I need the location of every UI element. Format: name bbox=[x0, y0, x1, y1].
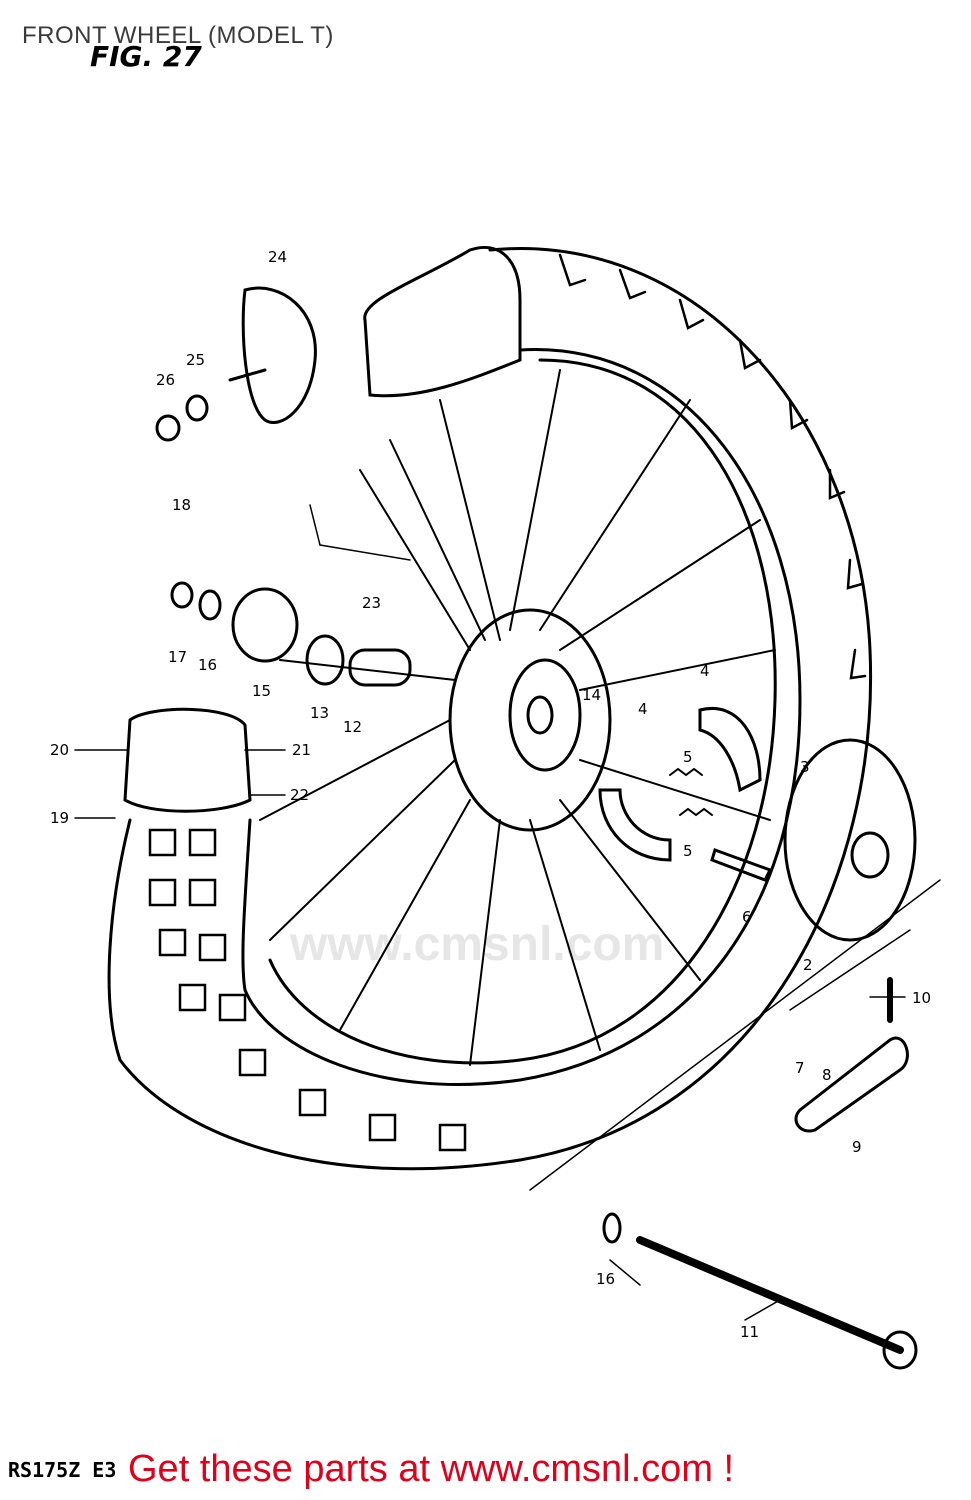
speedometer-drive bbox=[241, 286, 317, 424]
front-axle bbox=[636, 1236, 904, 1354]
rim-edge bbox=[268, 358, 777, 1065]
tire-tread bbox=[148, 253, 867, 1152]
callout-22: 22 bbox=[290, 786, 309, 804]
washer-25 bbox=[185, 394, 209, 422]
callout-16b: 16 bbox=[596, 1270, 615, 1288]
nut-17 bbox=[170, 581, 194, 609]
callout-18: 18 bbox=[172, 496, 191, 514]
watermark-text: www.cmsnl.com bbox=[289, 918, 664, 971]
callout-19: 19 bbox=[50, 809, 69, 827]
inner-tube bbox=[363, 246, 522, 398]
callout-7: 7 bbox=[795, 1059, 805, 1077]
tire-outer bbox=[107, 247, 873, 1171]
callout-6: 6 bbox=[742, 908, 752, 926]
callout-12: 12 bbox=[343, 718, 362, 736]
torque-link bbox=[794, 1036, 909, 1133]
figure-number: FIG. 27 bbox=[90, 40, 202, 73]
callout-2: 2 bbox=[803, 956, 813, 974]
callout-17: 17 bbox=[168, 648, 187, 666]
brake-shoe-upper bbox=[698, 707, 762, 793]
brake-panel-boss bbox=[850, 831, 890, 879]
callout-13: 13 bbox=[310, 704, 329, 722]
callout-20: 20 bbox=[50, 741, 69, 759]
callout-11: 11 bbox=[740, 1323, 759, 1341]
callout-21: 21 bbox=[292, 741, 311, 759]
callout-16: 16 bbox=[198, 656, 217, 674]
leader-lines bbox=[74, 504, 941, 1321]
tire-inner bbox=[241, 348, 802, 1086]
callout-5a: 5 bbox=[683, 748, 693, 766]
model-code: RS175Z E3 bbox=[8, 1458, 117, 1482]
axle-head bbox=[882, 1330, 918, 1370]
callout-5b: 5 bbox=[683, 842, 693, 860]
callout-14: 14 bbox=[582, 686, 601, 704]
spring-upper bbox=[669, 767, 703, 777]
brake-shoe-lower bbox=[598, 788, 672, 862]
callout-10: 10 bbox=[912, 989, 931, 1007]
washer-16 bbox=[198, 589, 222, 621]
callout-25: 25 bbox=[186, 351, 205, 369]
callout-3: 3 bbox=[800, 758, 810, 776]
callout-8: 8 bbox=[822, 1066, 832, 1084]
callout-labels: 24 25 26 18 17 16 15 13 12 23 14 4 4 5 5… bbox=[50, 248, 931, 1341]
spring-lower bbox=[679, 807, 713, 817]
nut-26 bbox=[155, 414, 181, 442]
hub-center bbox=[508, 658, 582, 772]
callout-15: 15 bbox=[252, 682, 271, 700]
callout-9: 9 bbox=[852, 1138, 862, 1156]
bearing-13 bbox=[305, 634, 345, 686]
rim-band bbox=[123, 707, 252, 813]
brake-panel bbox=[783, 738, 917, 942]
page-title: FRONT WHEEL (MODEL T) bbox=[22, 22, 334, 49]
hub-bore bbox=[526, 695, 554, 735]
brake-cam bbox=[710, 848, 773, 882]
hub-flange bbox=[448, 608, 612, 832]
callout-4a: 4 bbox=[700, 662, 710, 680]
spokes bbox=[259, 369, 776, 1066]
callout-4b: 4 bbox=[638, 700, 648, 718]
spacer-12 bbox=[348, 648, 412, 687]
drive-shaft bbox=[228, 368, 267, 382]
washer-16b bbox=[602, 1212, 622, 1244]
promo-link[interactable]: Get these parts at www.cmsnl.com ! bbox=[128, 1448, 735, 1490]
callout-26: 26 bbox=[156, 371, 175, 389]
gear-box-15 bbox=[231, 587, 299, 663]
callout-24: 24 bbox=[268, 248, 287, 266]
callout-23: 23 bbox=[362, 594, 381, 612]
